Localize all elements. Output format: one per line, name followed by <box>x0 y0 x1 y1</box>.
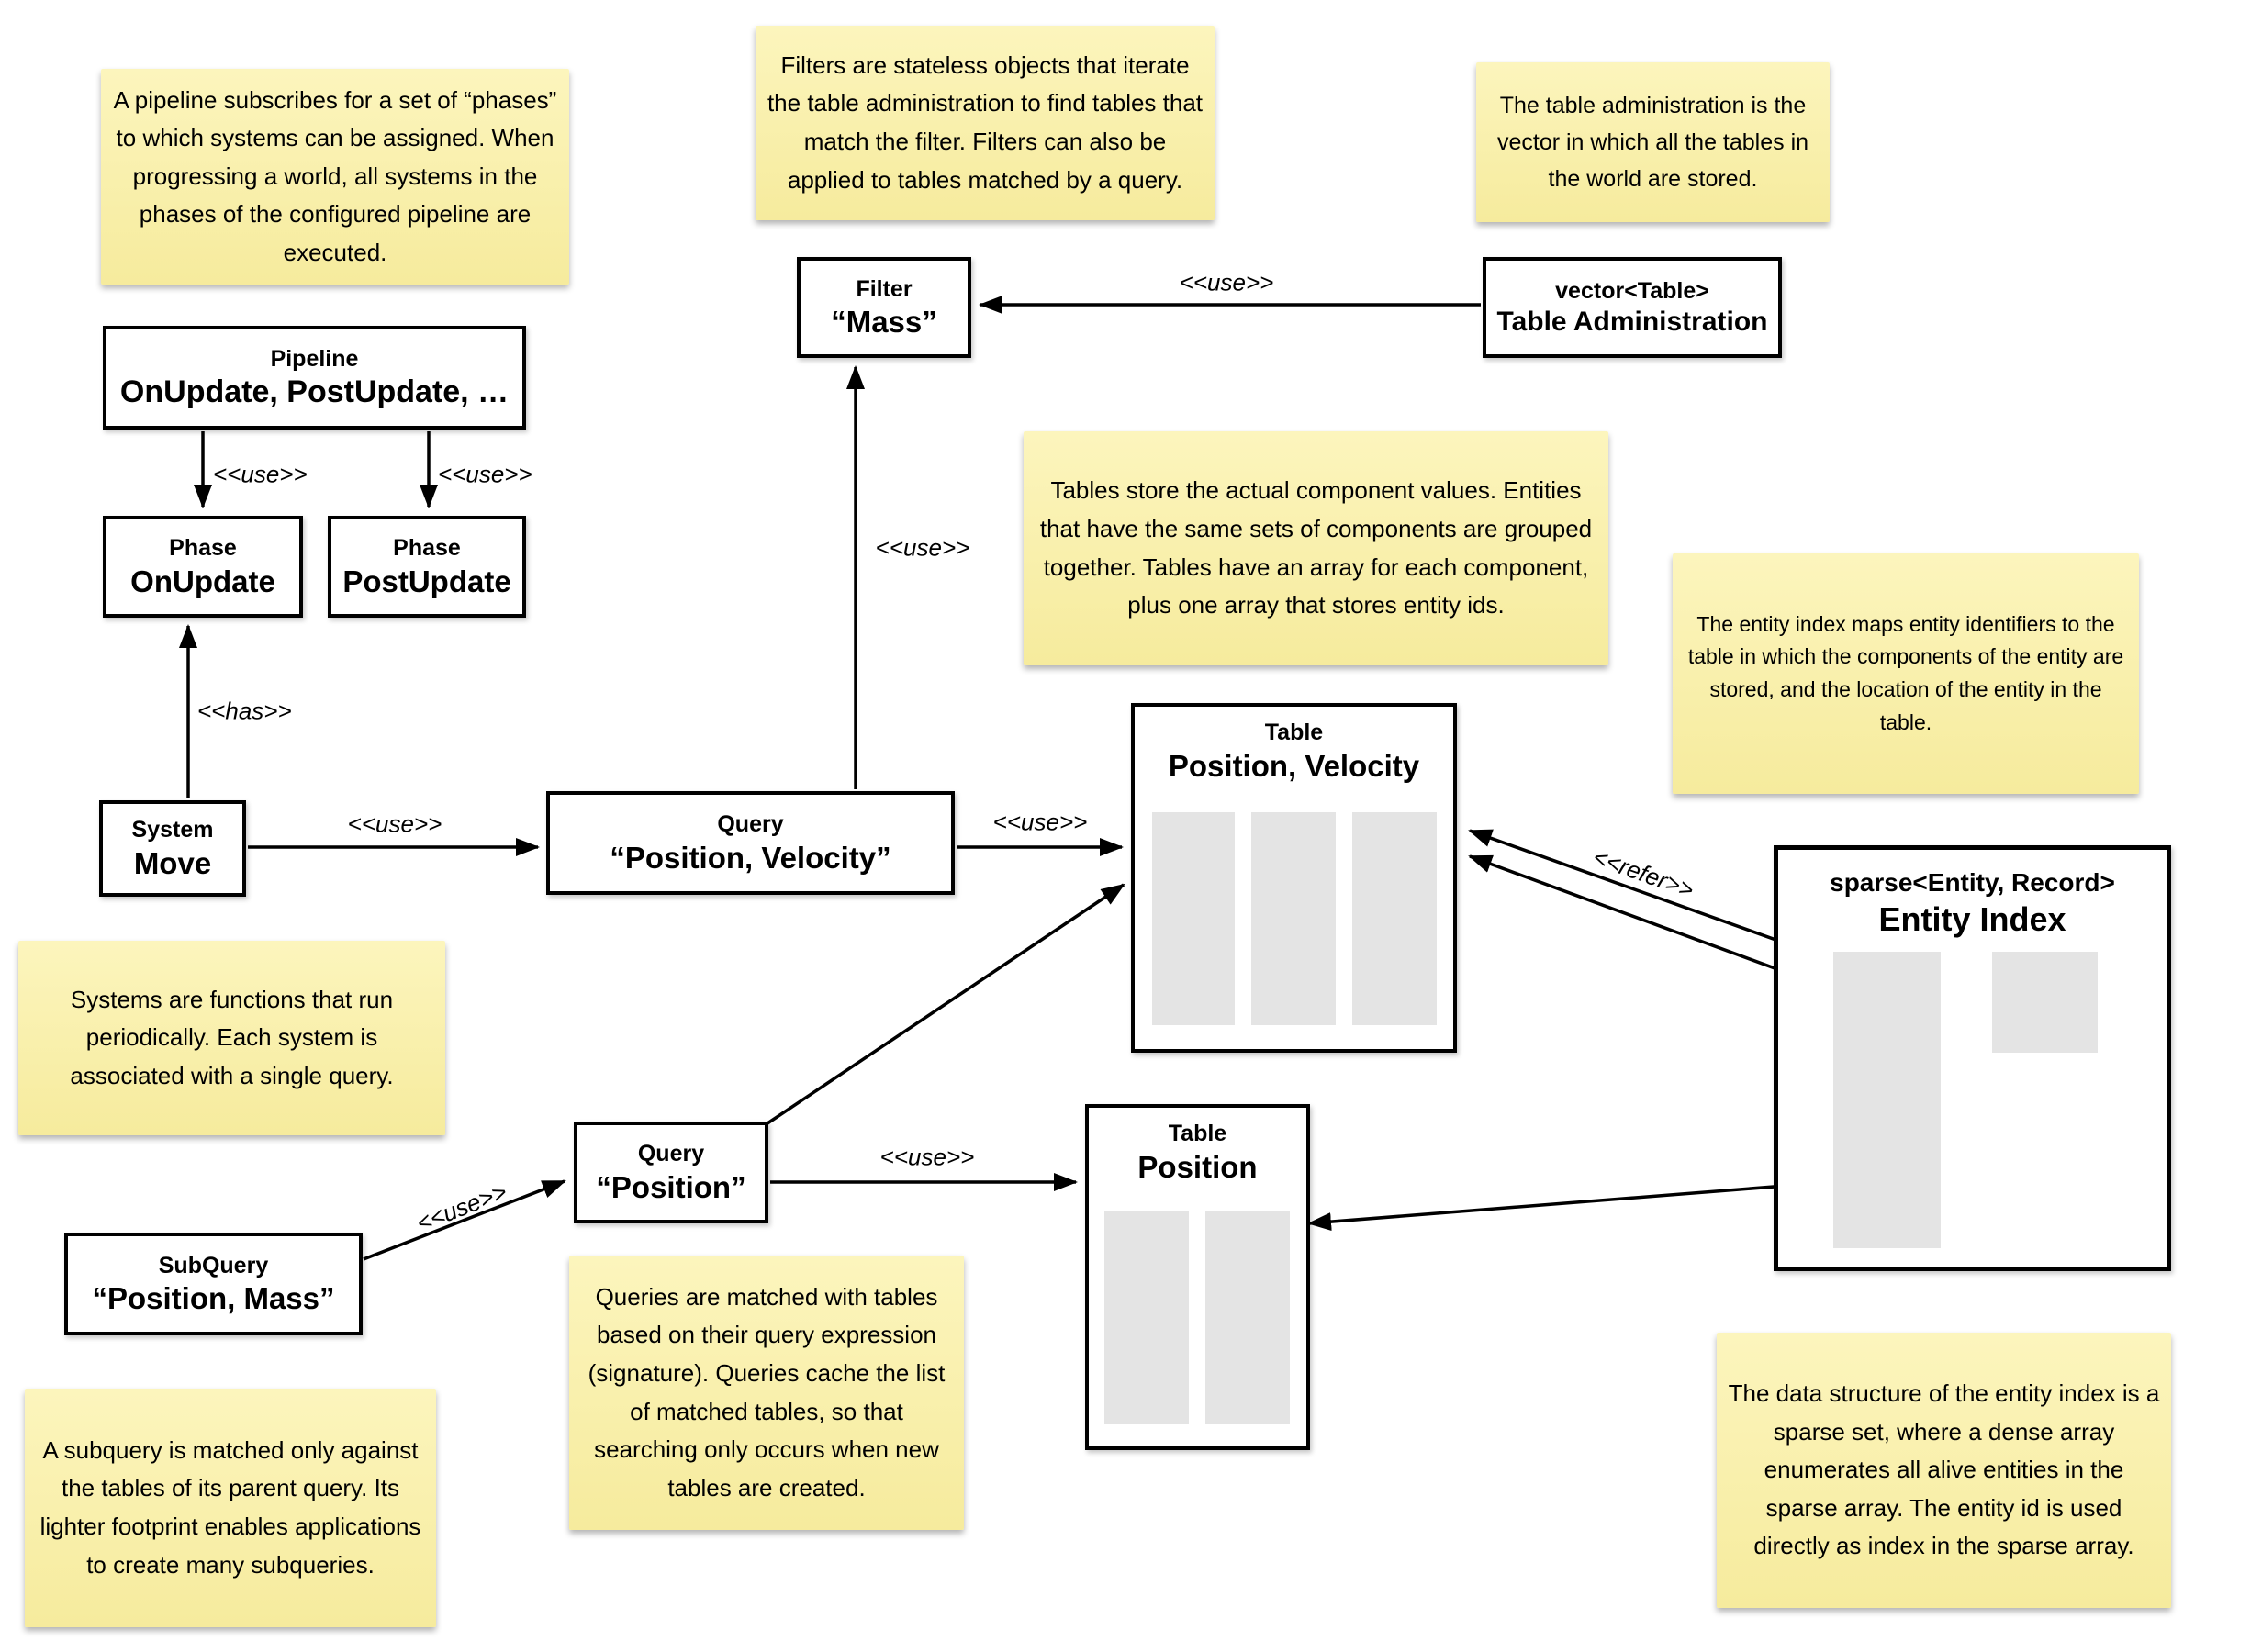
box-phase-postupdate: Phase PostUpdate <box>328 516 526 618</box>
stereotype-use-query-table-pos: <<use>> <box>879 1143 975 1171</box>
box-table-administration: vector<Table> Table Administration <box>1483 257 1782 358</box>
stereotype-use-subquery-query: <<use>> <box>412 1178 511 1237</box>
box-pipeline-name: OnUpdate, PostUpdate, … <box>119 374 510 410</box>
component-array <box>1352 812 1437 1025</box>
stereotype-use-pipeline-postupdate: <<use>> <box>438 460 532 488</box>
note-pipeline: A pipeline subscribes for a set of “phas… <box>101 69 569 285</box>
box-query-pv-type: Query <box>717 811 784 838</box>
box-table-admin-type: vector<Table> <box>1555 277 1709 304</box>
component-array <box>1205 1211 1290 1424</box>
box-table-position-velocity: Table Position, Velocity <box>1131 703 1457 1053</box>
note-sparse-set: The data structure of the entity index i… <box>1717 1333 2171 1608</box>
note-entity-index: The entity index maps entity identifiers… <box>1673 553 2139 794</box>
box-phase-onupdate-name: OnUpdate <box>130 564 275 598</box>
box-filter-mass: Filter “Mass” <box>797 257 971 358</box>
box-query-position-velocity: Query “Position, Velocity” <box>546 791 955 895</box>
box-table-pv-name: Position, Velocity <box>1168 748 1420 783</box>
stereotype-has-system-phase: <<has>> <box>197 697 292 725</box>
box-phase-onupdate-type: Phase <box>169 535 237 562</box>
note-subquery: A subquery is matched only against the t… <box>25 1389 436 1627</box>
box-system-move-name: Move <box>133 845 212 880</box>
box-system-move: System Move <box>99 800 246 897</box>
box-subquery-type: SubQuery <box>158 1252 269 1278</box>
stereotype-use-system-query: <<use>> <box>347 809 442 838</box>
box-entity-index: sparse<Entity, Record> Entity Index <box>1774 845 2171 1271</box>
box-query-pos-name: “Position” <box>596 1169 746 1204</box>
box-subquery-name: “Position, Mass” <box>92 1281 335 1316</box>
stereotype-use-pipeline-onupdate: <<use>> <box>213 460 308 488</box>
box-phase-postupdate-name: PostUpdate <box>342 564 511 598</box>
component-array <box>1104 1211 1189 1424</box>
box-phase-postupdate-type: Phase <box>393 535 461 562</box>
box-table-pos-name: Position <box>1137 1149 1258 1184</box>
box-query-pv-name: “Position, Velocity” <box>610 840 891 875</box>
box-table-admin-name: Table Administration <box>1496 307 1768 338</box>
stereotype-use-query-table-pv: <<use>> <box>992 808 1088 836</box>
box-entity-index-name: Entity Index <box>1878 900 2066 939</box>
box-system-move-type: System <box>131 817 214 843</box>
dense-array <box>1992 952 2098 1053</box>
component-array <box>1152 812 1235 1025</box>
component-array <box>1251 812 1336 1025</box>
sparse-array <box>1833 952 1941 1248</box>
box-table-pv-type: Table <box>1264 720 1324 745</box>
box-phase-onupdate: Phase OnUpdate <box>103 516 303 618</box>
box-filter-mass-type: Filter <box>856 275 913 302</box>
box-query-pos-type: Query <box>637 1141 705 1167</box>
stereotype-refer-entityindex-table: <<refer>> <box>1589 843 1698 904</box>
stereotype-use-tableadmin-filter: <<use>> <box>1179 268 1274 296</box>
note-filters: Filters are stateless objects that itera… <box>756 26 1215 220</box>
stereotype-use-query-filter: <<use>> <box>875 533 970 562</box>
box-table-pos-type: Table <box>1168 1121 1227 1146</box>
box-filter-mass-name: “Mass” <box>831 305 937 340</box>
note-table-administration: The table administration is the vector i… <box>1476 62 1830 222</box>
box-table-position: Table Position <box>1085 1104 1310 1450</box>
box-pipeline: Pipeline OnUpdate, PostUpdate, … <box>103 326 526 430</box>
note-tables: Tables store the actual component values… <box>1024 431 1608 665</box>
note-queries: Queries are matched with tables based on… <box>569 1256 964 1530</box>
box-entity-index-type: sparse<Entity, Record> <box>1830 868 2115 897</box>
box-query-position: Query “Position” <box>574 1122 768 1223</box>
note-systems: Systems are functions that run periodica… <box>18 941 445 1135</box>
box-pipeline-type: Pipeline <box>270 345 359 372</box>
box-subquery: SubQuery “Position, Mass” <box>64 1233 363 1335</box>
